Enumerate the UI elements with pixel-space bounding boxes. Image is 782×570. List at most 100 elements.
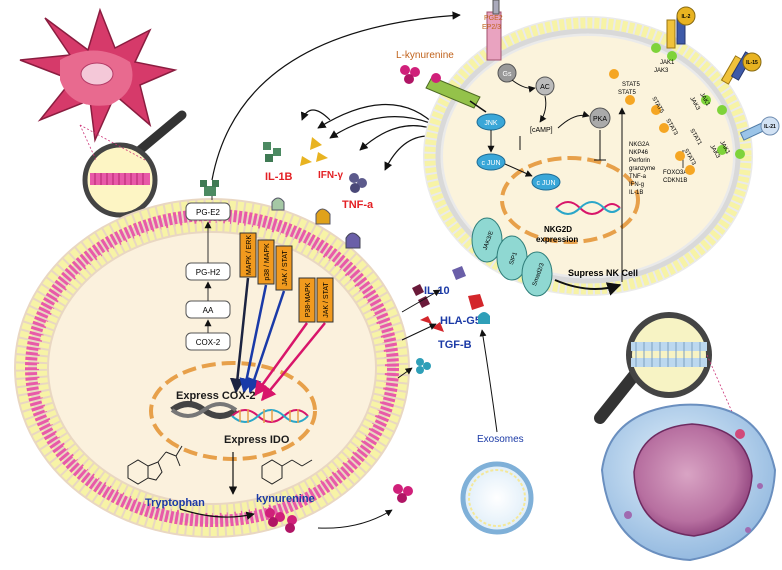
- nk-cell-picture-icon: [600, 403, 777, 562]
- cjun-nuclear-label: c JUN: [536, 180, 555, 187]
- kynurenine-molecule-icon: [265, 508, 297, 533]
- magnifier-top-icon: [79, 110, 187, 218]
- il10-arrow: [401, 289, 441, 313]
- il1b-label: IL-1B: [265, 171, 293, 183]
- pka-label: PKA: [593, 116, 607, 123]
- exosome-icon: [460, 461, 534, 535]
- il1b-molecule-icon: [263, 142, 281, 162]
- complex-nodes: JAK3/E SIP1 Smad2/3: [471, 217, 553, 297]
- membrane-receptor-icon: [271, 197, 361, 249]
- kynurenine-released-icon: [393, 484, 413, 503]
- il10-label: IL-10: [424, 285, 450, 297]
- tnfa-molecule-icon: [349, 173, 367, 193]
- receptor-label: IL-21: [764, 124, 776, 130]
- tgfb-label: TGF-B: [438, 339, 472, 351]
- supress-arrow: [554, 279, 622, 296]
- signaling-label: p38 / MAPK: [264, 243, 271, 281]
- foxo-label: FOXO3A: [663, 170, 687, 176]
- gs-protein-icon: [497, 63, 517, 83]
- pge2-receptor-icon: [200, 180, 219, 196]
- stat-label: STAT5: [618, 90, 636, 96]
- ifng-molecule-icon: [300, 137, 328, 166]
- express-cox2-label: Express COX-2: [176, 390, 255, 402]
- exosomes-label: Exosomes: [477, 434, 524, 445]
- cjun-label: c JUN: [481, 160, 500, 167]
- effector-label: NKP46: [629, 150, 649, 156]
- nk-dna-icon: [555, 201, 621, 215]
- nk-cell: [423, 16, 753, 296]
- effector-list: NKG2A NKP46 Perforin granzyme TNF-a IFN-…: [629, 142, 687, 196]
- pathway-label: PG-E2: [196, 208, 221, 217]
- stat-label: STAT5: [622, 82, 640, 88]
- cjun-arrow: [504, 163, 533, 177]
- pathway-label: PG-H2: [196, 268, 221, 277]
- nk-nucleus: [500, 156, 640, 244]
- signaling-boxes: MAPK / ERK p38 / MAPK JAK / STAT P38-MAP…: [239, 232, 334, 323]
- effector-label: TNF-a: [629, 174, 647, 180]
- hlag5-label: HLA-G5: [440, 315, 481, 327]
- inhibit-line: [469, 100, 487, 113]
- camp-label: [cAMP]: [530, 127, 553, 134]
- ifng-label: IFN-γ: [318, 170, 343, 181]
- expression-label: expression: [536, 235, 578, 244]
- cjun-nuclear-node: [531, 173, 561, 191]
- pathway-label: AA: [203, 306, 214, 315]
- signaling-label: P38-MAPK: [305, 282, 312, 317]
- dendritic-msc-cell-icon: [19, 7, 178, 143]
- signaling-label: JAK / STAT: [323, 282, 330, 318]
- pathway-label: COX-2: [196, 338, 221, 347]
- express-ido-label: Express IDO: [224, 434, 290, 446]
- receptor-label-group: IL-2 IL-15 IL-21: [682, 14, 776, 130]
- complex-label: SIP1: [509, 251, 519, 266]
- ep23-receptor-icon: [486, 0, 502, 61]
- foxo-label: CDKN1B: [663, 178, 687, 184]
- ac-label: AC: [540, 84, 550, 91]
- signaling-label: MAPK / ERK: [246, 235, 253, 275]
- dna-helix-icon: [170, 401, 309, 423]
- effector-label: granzyme: [629, 166, 656, 172]
- magnifier-bottom-icon: [594, 312, 741, 431]
- tgfb-molecule-icon: [416, 312, 490, 374]
- effector-label: IL-1B: [629, 190, 643, 196]
- kynurenine-receptor-icon: [425, 73, 481, 109]
- pathway-column: PG-E2 PG-H2 AA COX-2: [185, 188, 231, 351]
- nkg2d-label: NKG2D: [544, 225, 572, 234]
- msc-cell: [14, 198, 410, 538]
- supress-label: Supress NK Cell: [568, 268, 638, 278]
- gs-label: Gs: [503, 71, 512, 78]
- hlag5-arrow: [401, 323, 437, 341]
- tryptophan-label: Tryptophan: [145, 497, 205, 509]
- jak-label: JAK3: [654, 68, 669, 74]
- tgfb-arrow: [397, 367, 413, 379]
- signaling-label: JAK / STAT: [282, 250, 289, 286]
- pge2-label: PGE2: [484, 15, 503, 22]
- l-kynurenine-label: L-kynurenine: [396, 50, 454, 61]
- tryptophan-structure-icon: [127, 445, 183, 485]
- effector-label: Perforin: [629, 158, 650, 164]
- receptor-label: IL-15: [746, 60, 758, 66]
- pka-icon: [589, 107, 611, 129]
- signal-arrows: [229, 277, 326, 402]
- ac-enzyme-icon: [535, 76, 555, 96]
- cytokine-receptor-icon: [666, 6, 780, 141]
- ep23-label: EP2/3: [482, 24, 501, 31]
- feedback-arrows: [211, 11, 461, 181]
- il10-molecule-icon: [412, 266, 466, 308]
- cjun-node: [476, 153, 506, 171]
- kynurenine-label: kynurenine: [256, 493, 315, 505]
- receptor-label: IL-2: [682, 14, 691, 20]
- hlag5-molecule-icon: [420, 294, 484, 332]
- nk-internal-arrows: [511, 79, 606, 161]
- tnfa-label: TNF-a: [342, 199, 374, 211]
- kynurenine-out-arrow: [317, 509, 393, 529]
- jak-label: JAK1: [660, 60, 675, 66]
- exosome-arrow: [479, 329, 498, 433]
- tryptophan-arrow: [179, 508, 255, 520]
- jnk-label: JNK: [484, 120, 498, 127]
- kynurenine-structure-icon: [261, 459, 313, 485]
- effector-label: NKG2A: [629, 142, 649, 148]
- l-kynurenine-molecule-icon: [400, 65, 420, 84]
- phospho-markers: [609, 43, 745, 175]
- pathway-box: [185, 202, 231, 221]
